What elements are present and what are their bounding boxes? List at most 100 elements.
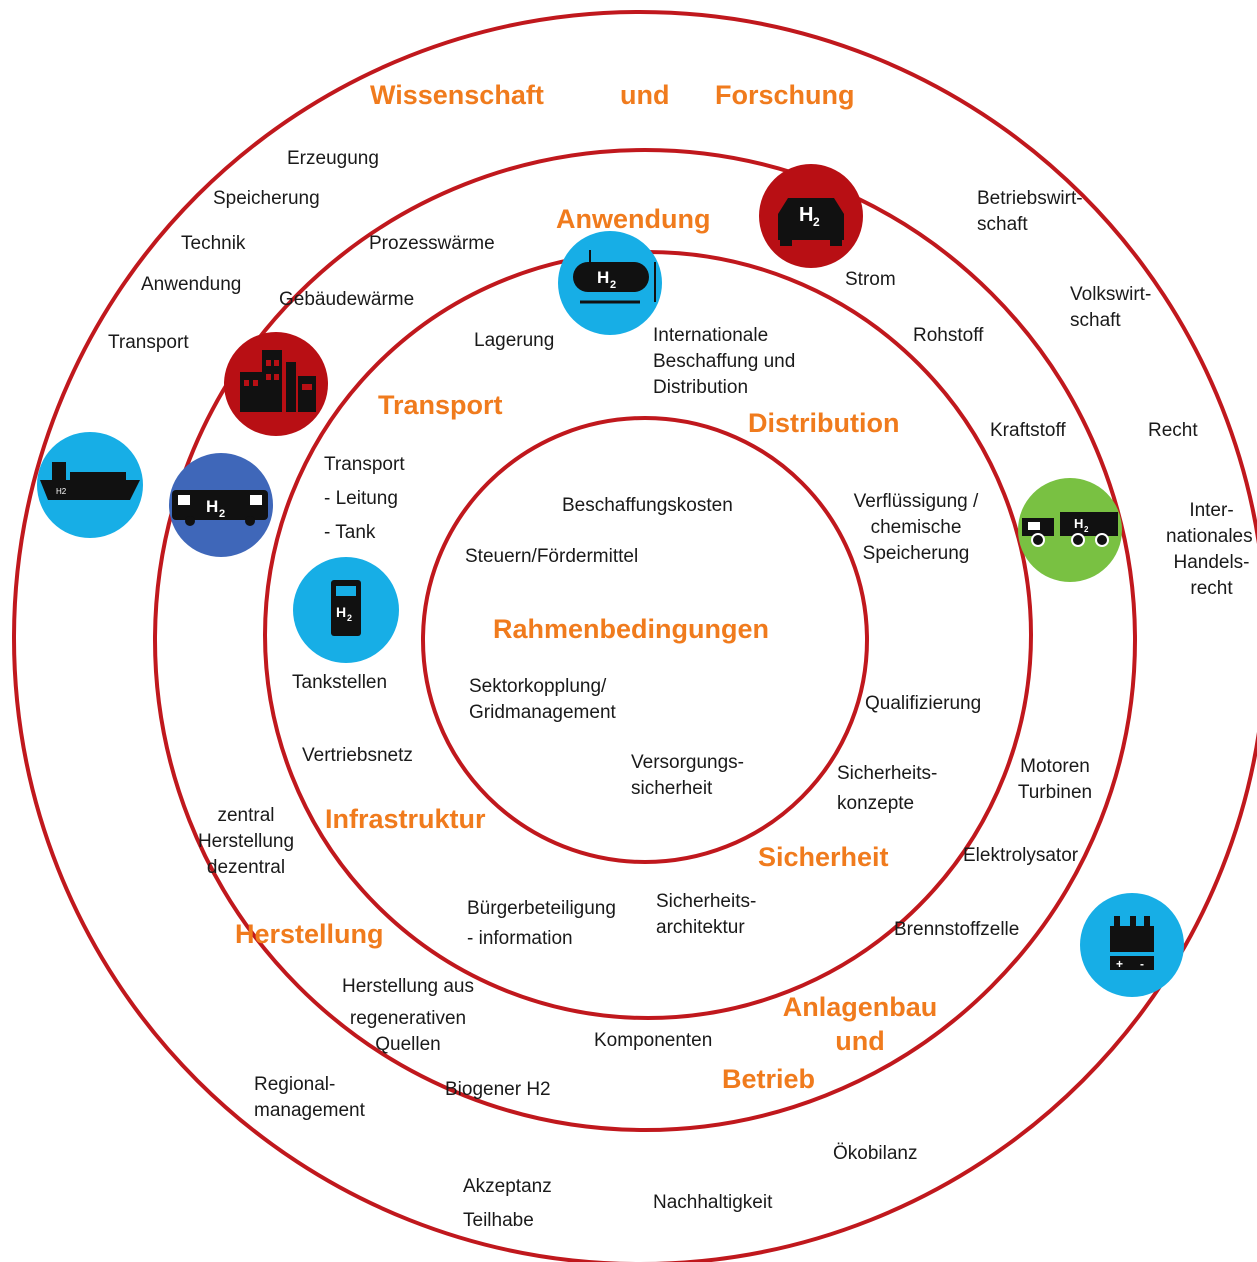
label-steuern-foerdermittel: Steuern/Fördermittel: [465, 546, 639, 567]
label-intl-4: recht: [1190, 578, 1233, 599]
label-rohstoff: Rohstoff: [913, 325, 984, 346]
label-herstellung-aus-1: Herstellung aus: [341, 976, 475, 997]
label-prozesswaerme: Prozesswärme: [369, 233, 495, 254]
second-ring: [153, 148, 1137, 1132]
label-turbinen: Turbinen: [1017, 782, 1093, 803]
label-vertriebsnetz: Vertriebsnetz: [302, 745, 413, 766]
label-regionalmanagement: Regional- management: [254, 1072, 365, 1124]
heading-anlagenbau-line2: und: [835, 1026, 885, 1056]
label-biogener-h2: Biogener H2: [445, 1079, 551, 1100]
heading-wissenschaft: Wissenschaft: [370, 80, 544, 110]
label-herstellung: Herstellung: [197, 831, 295, 852]
label-intl-beschaffung-1: Internationale: [653, 325, 769, 346]
svg-text:H: H: [206, 497, 218, 516]
outer-ring: [12, 10, 1257, 1262]
core-ring: [421, 416, 869, 864]
label-dezentral: dezentral: [206, 857, 286, 878]
heading-distribution: Distribution: [748, 408, 900, 438]
label-transport-leitung-tank: Transport - Leitung - Tank: [324, 448, 405, 550]
label-qualifizierung: Qualifizierung: [865, 693, 982, 714]
svg-text:H: H: [799, 204, 813, 226]
label-intl-3: Handels-: [1173, 552, 1250, 573]
label-nachhaltigkeit: Nachhaltigkeit: [653, 1192, 773, 1213]
label-recht: Recht: [1148, 420, 1198, 441]
label-verfluessigung-3: Speicherung: [862, 543, 970, 564]
label-technik: Technik: [181, 233, 246, 254]
label-zentral: zentral: [217, 805, 275, 826]
label-beschaffungskosten: Beschaffungskosten: [562, 495, 733, 516]
factory-icon: [224, 332, 328, 436]
label-verfluessigung-1: Verflüssigung /: [853, 491, 979, 512]
label-regional-1: Regional-: [254, 1074, 336, 1095]
label-leitung: - Leitung: [324, 488, 398, 509]
label-sicherheitskonzepte-1: Sicherheits-: [837, 763, 938, 784]
svg-text:-: -: [1140, 957, 1144, 971]
label-transport-outer: Transport: [108, 332, 189, 353]
label-herstellung-aus-2: regenerativen: [349, 1008, 467, 1029]
svg-text:2: 2: [813, 215, 820, 229]
label-betriebswirtschaft: Betriebswirt- schaft: [977, 186, 1083, 238]
label-intl-1: Inter-: [1189, 500, 1234, 521]
svg-text:2: 2: [1084, 525, 1089, 534]
label-versorgungssicherheit: Versorgungs- sicherheit: [631, 750, 744, 802]
label-volkswirtschaft: Volkswirt- schaft: [1070, 282, 1151, 334]
label-sicherheitsarch-1: Sicherheits-: [656, 891, 757, 912]
label-teilhabe: Teilhabe: [463, 1210, 534, 1231]
label-volkswirtschaft-1: Volkswirt-: [1070, 284, 1152, 305]
label-herstellung-aus-3: Quellen: [375, 1034, 441, 1055]
label-brennstoffzelle: Brennstoffzelle: [894, 919, 1020, 940]
label-buerger-2: - information: [467, 928, 573, 949]
label-oekobilanz: Ökobilanz: [833, 1143, 918, 1164]
storage-tank-icon: H 2: [558, 231, 662, 335]
heading-transport: Transport: [378, 390, 503, 420]
label-erzeugung: Erzeugung: [287, 148, 379, 169]
label-intl-beschaffung-3: Distribution: [653, 377, 749, 398]
label-buerger-1: Bürgerbeteiligung: [467, 898, 616, 919]
label-tankstellen: Tankstellen: [292, 672, 388, 693]
fuel-pump-icon: H 2: [293, 557, 399, 663]
label-intl-2: nationales: [1166, 526, 1253, 547]
label-strom: Strom: [845, 269, 896, 290]
label-verfluessigung-2: chemische: [870, 517, 962, 538]
label-lagerung: Lagerung: [474, 330, 555, 351]
svg-text:H2: H2: [56, 487, 67, 496]
label-sektor-2: Gridmanagement: [469, 702, 616, 723]
label-transport-inner: Transport: [324, 454, 405, 475]
heading-forschung: Forschung: [715, 80, 855, 110]
label-regional-2: management: [254, 1100, 365, 1121]
label-zentral-dezentral: zentral Herstellung dezentral: [186, 803, 306, 881]
ship-icon: H2: [37, 432, 143, 538]
label-internationales-handelsrecht: Inter- nationales Handels- recht: [1166, 498, 1257, 602]
label-gebaeudewaerme: Gebäudewärme: [279, 289, 415, 310]
car-icon: H 2: [759, 164, 863, 268]
label-sektorkopplung: Sektorkopplung/ Gridmanagement: [469, 674, 616, 726]
label-tank: - Tank: [324, 522, 376, 543]
label-elektrolysator: Elektrolysator: [963, 845, 1079, 866]
label-versorgung-2: sicherheit: [631, 778, 713, 799]
heading-infrastruktur: Infrastruktur: [325, 804, 486, 834]
label-versorgung-1: Versorgungs-: [631, 752, 745, 773]
label-sektor-1: Sektorkopplung/: [469, 676, 607, 697]
label-herstellung-aus: Herstellung aus regenerativen Quellen: [328, 974, 488, 1058]
svg-text:+: +: [1116, 957, 1123, 971]
heading-anlagenbau: Anlagenbau und: [740, 990, 980, 1058]
svg-text:H: H: [336, 604, 346, 620]
label-verfluessigung: Verflüssigung / chemische Speicherung: [840, 489, 992, 567]
label-sicherheitskonzepte-2: konzepte: [837, 793, 915, 814]
label-sicherheitsarch-2: architektur: [656, 917, 745, 938]
svg-text:2: 2: [347, 613, 352, 623]
label-komponenten: Komponenten: [594, 1030, 713, 1051]
svg-text:H: H: [597, 268, 609, 287]
bus-icon: H 2: [169, 453, 273, 557]
label-betriebswirtschaft-2: schaft: [977, 214, 1028, 235]
label-internationale-beschaffung: Internationale Beschaffung und Distribut…: [653, 323, 795, 401]
heading-rahmenbedingungen: Rahmenbedingungen: [493, 614, 769, 644]
heading-und: und: [620, 80, 670, 110]
heading-sicherheit: Sicherheit: [758, 842, 889, 872]
label-betriebswirtschaft-1: Betriebswirt-: [977, 188, 1083, 209]
heading-herstellung: Herstellung: [235, 919, 384, 949]
label-kraftstoff: Kraftstoff: [990, 420, 1066, 441]
label-sicherheitskonzepte: Sicherheits- konzepte: [837, 761, 937, 817]
label-sicherheitsarchitektur: Sicherheits- architektur: [656, 889, 756, 941]
